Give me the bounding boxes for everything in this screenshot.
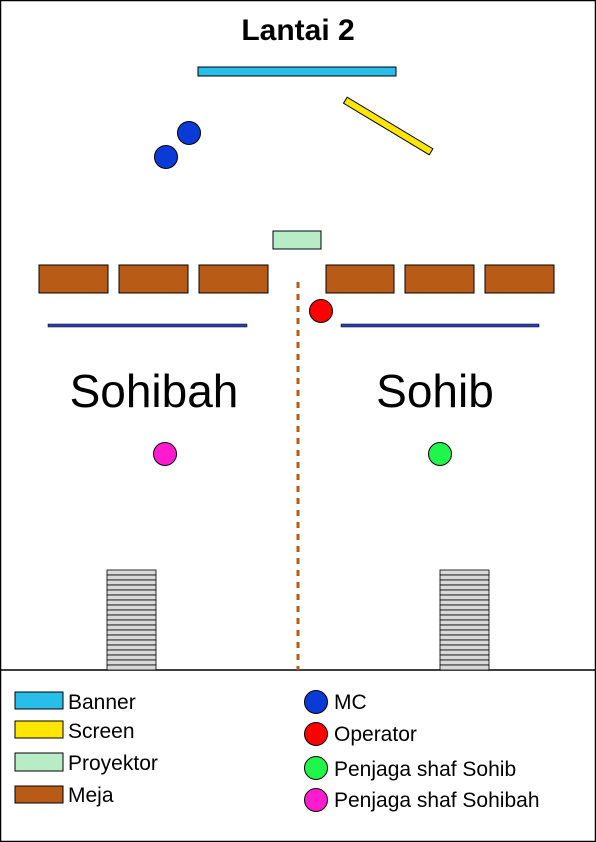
stair-step (106, 649, 157, 656)
stair-step (106, 609, 157, 616)
stair-step (439, 634, 490, 641)
meja-swatch (14, 785, 64, 804)
stair-step (106, 604, 157, 611)
stair-step (106, 624, 157, 631)
mc-swatch (304, 690, 328, 714)
stair-step (439, 604, 490, 611)
stair-step (106, 574, 157, 581)
legend-item-operator: Operator (304, 722, 417, 746)
area-label-sohib: Sohib (376, 365, 494, 417)
mc-marker (154, 145, 178, 169)
stair-step (439, 584, 490, 591)
stair-step (106, 664, 157, 671)
stair-step (106, 654, 157, 661)
penjaga-sohib-swatch (304, 756, 328, 780)
stair-step (439, 639, 490, 646)
stair-step (106, 659, 157, 666)
legend-label: MC (334, 691, 367, 714)
penjaga-sohibah-swatch (304, 788, 328, 812)
legend-item-penjaga-sohibah: Penjaga shaf Sohibah (304, 788, 540, 812)
meja-table (484, 264, 555, 294)
stair-step (106, 634, 157, 641)
legend-label: Screen (68, 720, 135, 743)
banner-swatch (14, 691, 64, 710)
stair-step (106, 639, 157, 646)
legend-item-proyektor: Proyektor (14, 752, 158, 775)
stair-step (439, 654, 490, 661)
mc-marker (177, 121, 201, 145)
banner (197, 66, 397, 77)
meja-table (404, 264, 475, 294)
proyektor-swatch (14, 752, 64, 772)
stair-step (439, 619, 490, 626)
stair-step (439, 599, 490, 606)
stair-step (106, 579, 157, 586)
legend-label: Operator (334, 723, 417, 746)
legend-item-meja: Meja (14, 784, 114, 807)
screen-swatch (14, 720, 64, 739)
stair-step (106, 589, 157, 596)
area-label-sohibah: Sohibah (70, 365, 239, 417)
stair-step (439, 649, 490, 656)
legend-item-penjaga-sohib: Penjaga shaf Sohib (304, 756, 516, 781)
operator-swatch (304, 722, 328, 746)
stair-step (439, 659, 490, 666)
meja-table (325, 264, 395, 294)
stair-step (439, 614, 490, 621)
stair-step (106, 594, 157, 601)
stair-step (439, 589, 490, 596)
stair-step (106, 619, 157, 626)
stair-step (439, 579, 490, 586)
legend: Banner Screen Proyektor Meja MC Operator… (14, 690, 540, 812)
legend-item-mc: MC (304, 690, 367, 714)
meja-table (198, 264, 269, 294)
stair-step (106, 644, 157, 651)
page-title: Lantai 2 (241, 14, 354, 47)
row-line-right (340, 323, 540, 328)
legend-label: Penjaga shaf Sohibah (334, 789, 540, 812)
penjaga-sohibah-marker (153, 442, 177, 466)
stairs-right (439, 569, 490, 671)
stair-step (439, 594, 490, 601)
stair-step (439, 644, 490, 651)
row-line-left (47, 323, 248, 328)
stair-step (106, 599, 157, 606)
screen (342, 96, 434, 156)
meja-table (118, 264, 189, 294)
legend-label: Banner (68, 691, 136, 714)
stair-step (106, 569, 157, 576)
legend-item-screen: Screen (14, 720, 135, 743)
proyektor (272, 230, 322, 250)
stair-step (439, 569, 490, 576)
legend-label: Meja (68, 784, 114, 807)
stair-step (106, 629, 157, 636)
legend-label: Penjaga shaf Sohib (334, 758, 516, 781)
stair-step (106, 584, 157, 591)
stair-step (439, 609, 490, 616)
stair-step (106, 614, 157, 621)
penjaga-sohib-marker (428, 442, 452, 466)
stairs-left (106, 569, 157, 671)
meja-table (38, 264, 109, 294)
stair-step (439, 574, 490, 581)
stair-step (439, 629, 490, 636)
legend-label: Proyektor (68, 752, 158, 775)
stair-step (439, 664, 490, 671)
legend-item-banner: Banner (14, 691, 136, 714)
stair-step (439, 624, 490, 631)
operator-marker (309, 299, 333, 323)
